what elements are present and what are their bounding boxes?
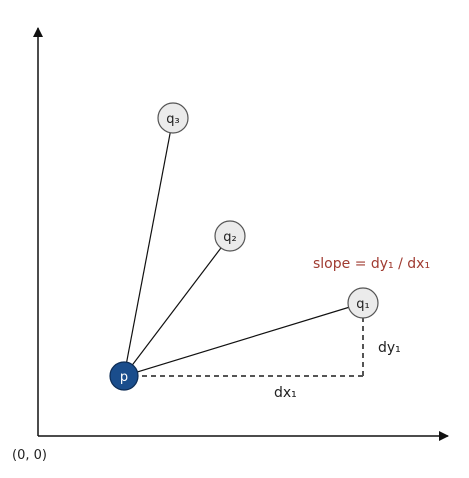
dx-label: dx₁	[274, 385, 297, 401]
node-q1: q₁	[347, 287, 379, 319]
dy-label: dy₁	[378, 340, 401, 356]
node-q3-label: q₃	[166, 112, 179, 127]
origin-label: (0, 0)	[12, 448, 47, 463]
segment-p-q2	[123, 235, 231, 377]
segment-p-q1	[123, 302, 364, 377]
node-q3: q₃	[157, 102, 189, 134]
segment-p-q3	[123, 117, 174, 377]
node-p-label: p	[120, 370, 128, 385]
node-q2: q₂	[214, 220, 246, 252]
node-p: p	[109, 361, 139, 391]
node-q1-label: q₁	[356, 297, 369, 312]
node-q2-label: q₂	[223, 230, 236, 245]
slope-label: slope = dy₁ / dx₁	[313, 256, 430, 272]
